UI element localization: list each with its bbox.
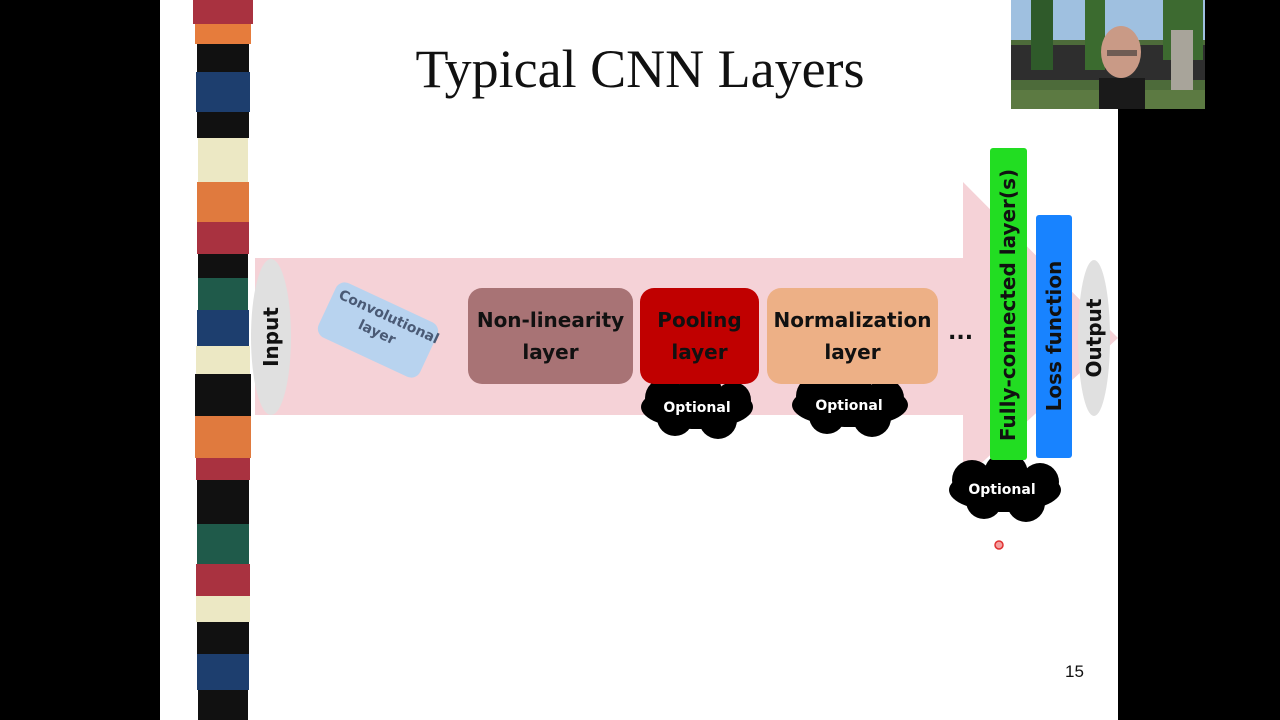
- output-label: Output: [1082, 298, 1106, 378]
- laser-pointer-dot: [994, 540, 1004, 550]
- nonlinearity-layer-box: Non-linearity layer: [468, 288, 633, 384]
- diagram-shapes: [251, 182, 1118, 550]
- ellipsis-label: ...: [948, 320, 974, 345]
- optional-fc-label: Optional: [968, 482, 1036, 498]
- output-ellipse: [1078, 260, 1110, 416]
- slide: Typical CNN Layers Input Output: [160, 0, 1118, 720]
- optional-cloud-norm: [792, 368, 908, 437]
- webcam-presenter-image: [1011, 0, 1205, 109]
- optional-cloud-fc: [949, 452, 1061, 522]
- fully-connected-label: Fully-connected layer(s): [996, 168, 1020, 442]
- loss-function-label: Loss function: [1042, 260, 1066, 412]
- optional-norm-label: Optional: [815, 398, 883, 414]
- fully-connected-bar: [990, 148, 1027, 460]
- optional-pool-label: Optional: [663, 400, 731, 416]
- pooling-layer-box: Pooling layer: [640, 288, 759, 384]
- input-label: Input: [259, 307, 283, 367]
- page-number: 15: [1065, 662, 1084, 681]
- input-ellipse: [251, 259, 291, 415]
- optional-cloud-pool: [641, 370, 753, 439]
- normalization-layer-box: Normalization layer: [767, 288, 938, 384]
- decorative-stripe-bar: [193, 0, 253, 720]
- slide-title: Typical CNN Layers: [415, 39, 865, 99]
- conv-layer-shape: [317, 282, 439, 378]
- loss-function-bar: [1036, 215, 1072, 458]
